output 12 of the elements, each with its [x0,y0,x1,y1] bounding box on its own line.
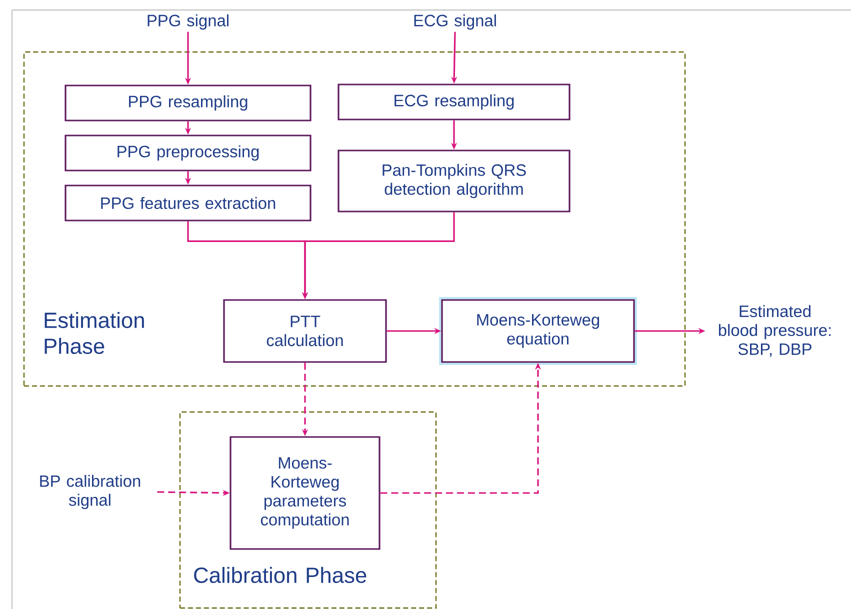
process-box: ECG resampling [338,84,570,120]
process-box: Pan-Tompkins QRS detection algorithm [338,150,570,212]
process-box: PPG resampling [64,84,312,122]
process-box: PPG features extraction [64,184,312,222]
process-box: Moens-Korteweg parameters computation [230,436,380,550]
process-box: PTT calculation [223,299,387,363]
signal-label: PPG signal [148,14,228,30]
process-box: Moens-Korteweg equation [439,297,637,365]
signal-label: ECG signal [414,14,496,30]
signal-label: Estimated blood pressure: SBP, DBP [718,305,831,357]
signal-label: BP calibration signal [40,474,140,510]
process-box: PPG preprocessing [64,134,312,172]
